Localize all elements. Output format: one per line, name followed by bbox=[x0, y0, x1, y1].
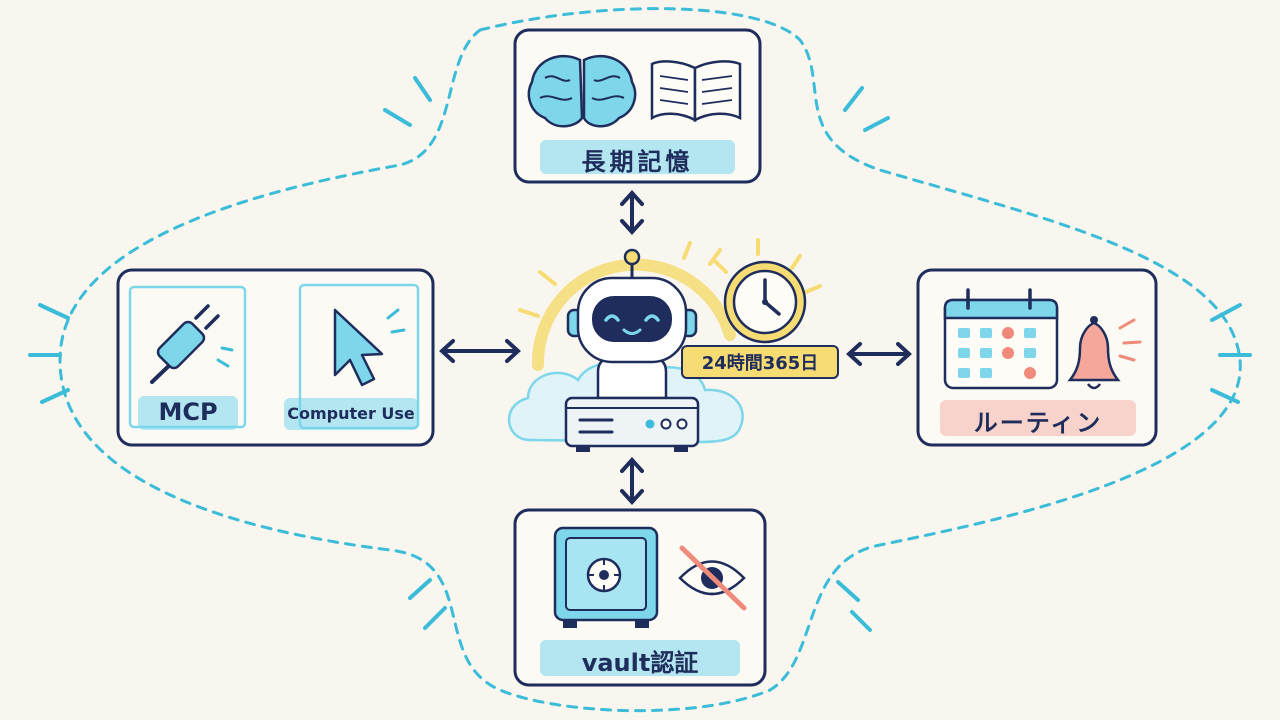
book-icon bbox=[650, 60, 742, 123]
server-icon bbox=[564, 396, 700, 452]
cursor-icon bbox=[333, 308, 406, 387]
routine-label: ルーティン bbox=[973, 409, 1103, 437]
computer-use-label-highlight bbox=[284, 398, 418, 430]
safe-icon bbox=[553, 526, 659, 628]
memory-label-highlight bbox=[540, 140, 735, 174]
calendar-icon bbox=[943, 288, 1059, 390]
eye-crossed-icon bbox=[678, 545, 747, 611]
mcp-label: MCP bbox=[158, 398, 218, 426]
brain-icon bbox=[527, 54, 637, 128]
vault-label-highlight bbox=[540, 640, 740, 676]
center-hub bbox=[507, 238, 822, 452]
mcp-label-highlight bbox=[138, 396, 238, 430]
accent-ticks bbox=[28, 76, 1252, 632]
always-on-badge: 24時間365日 bbox=[681, 345, 839, 379]
computer-use-label: Computer Use bbox=[287, 404, 415, 423]
dashed-loop bbox=[58, 7, 1242, 713]
routine-label-highlight bbox=[940, 400, 1136, 436]
vault-label: vault認証 bbox=[581, 649, 699, 677]
robot-icon bbox=[566, 248, 698, 400]
memory-label: 長期記憶 bbox=[581, 148, 694, 176]
clock-icon bbox=[714, 238, 822, 344]
bell-icon bbox=[1067, 316, 1142, 390]
plug-icon bbox=[150, 304, 234, 384]
